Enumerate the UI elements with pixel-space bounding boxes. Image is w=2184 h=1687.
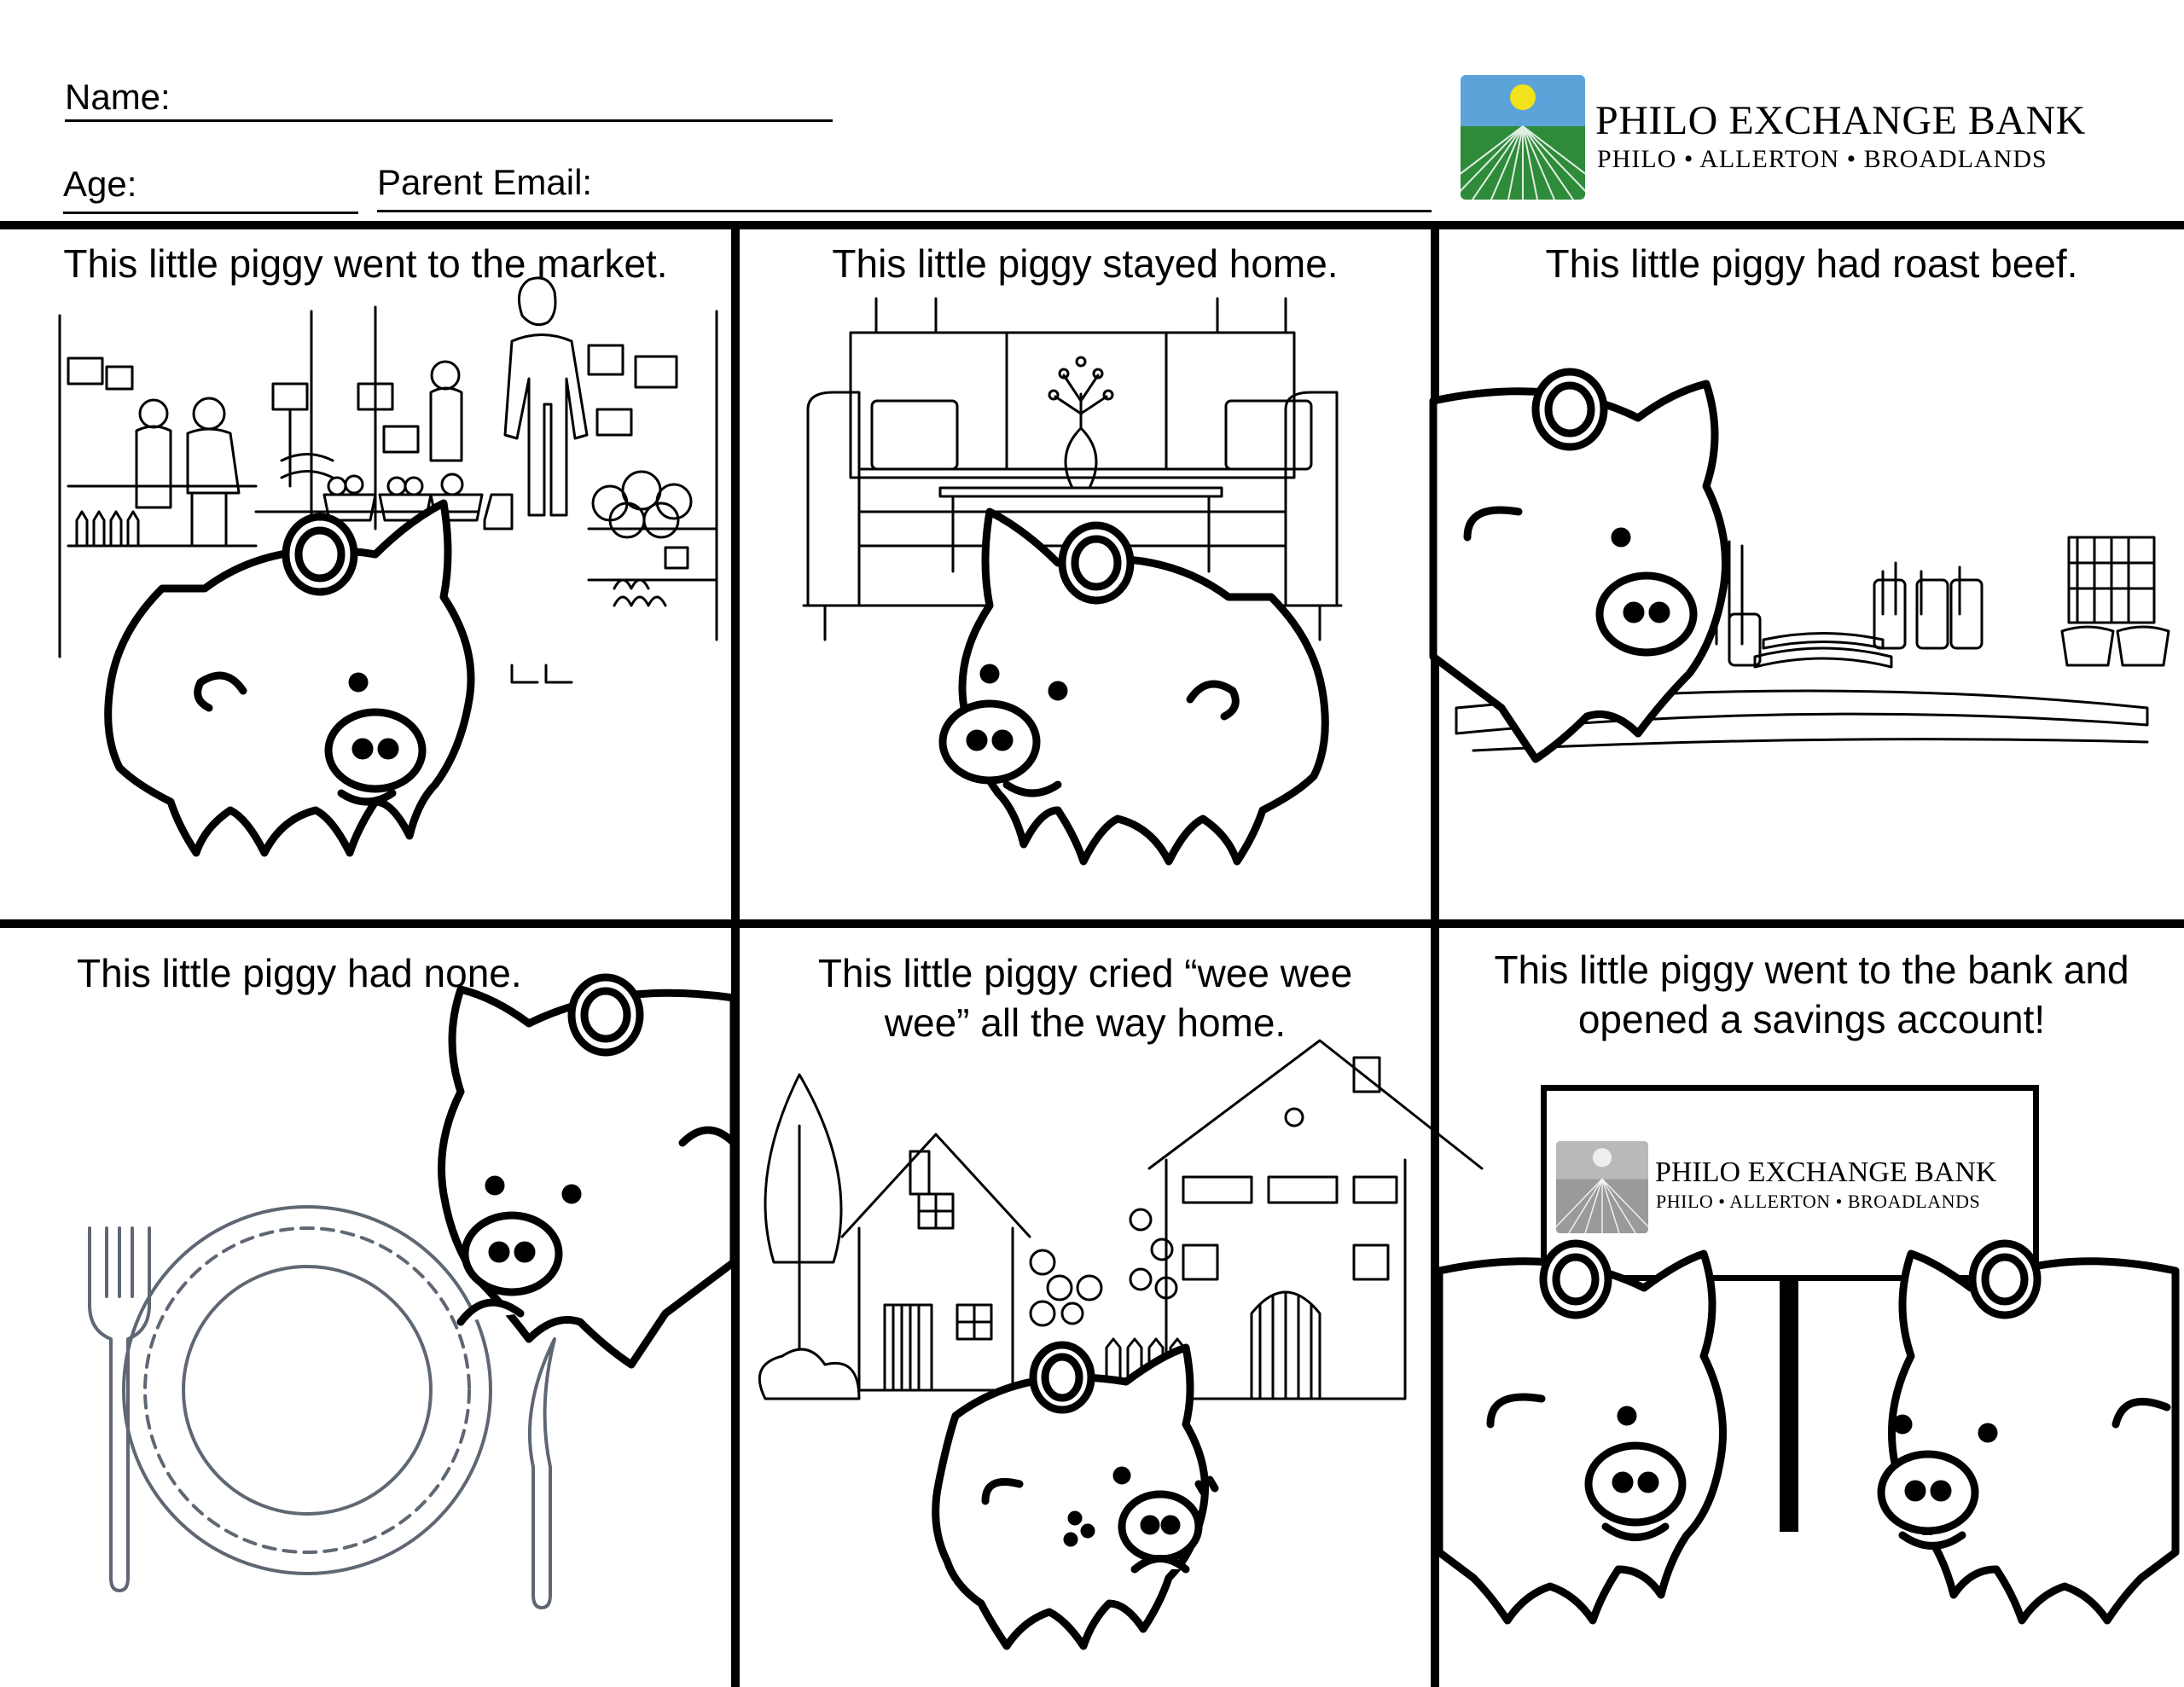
piggy-bank-6-left <box>1435 1239 1727 1625</box>
panel-2-caption: This little piggy stayed home. <box>832 241 1339 286</box>
column-divider-1 <box>731 225 740 1687</box>
panel-3-caption: This little piggy had roast beef. <box>1545 241 2078 286</box>
panel-5-caption-line-1: This little piggy cried “wee wee <box>817 951 1353 995</box>
bank-name: PHILO EXCHANGE BANK <box>1595 98 2086 143</box>
piggy-bank-5-crying <box>932 1341 1219 1650</box>
piggy-bank-3 <box>1429 368 1729 763</box>
header-divider <box>0 221 2184 229</box>
bank-sign-post <box>1780 1279 1798 1532</box>
piggy-bank-4-sad <box>438 973 738 1369</box>
name-field[interactable] <box>65 119 833 122</box>
column-divider-2 <box>1431 225 1439 1687</box>
dinner-table-illustration <box>1455 536 2170 752</box>
bank-sign-locations: PHILO • ALLERTON • BROADLANDS <box>1656 1191 1981 1212</box>
panel-6-caption-line-1: This little piggy went to the bank and <box>1494 948 2129 992</box>
piggy-bank-6-right <box>1877 1239 2180 1625</box>
bank-sign-logo-icon <box>1556 1141 1648 1233</box>
parent-email-label: Parent Email: <box>377 162 593 202</box>
age-label: Age: <box>63 164 137 204</box>
panel-1-caption: This little piggy went to the market. <box>63 241 668 286</box>
name-label: Name: <box>65 77 171 117</box>
bank-sign-name: PHILO EXCHANGE BANK <box>1655 1157 1997 1188</box>
row-divider <box>0 919 2184 928</box>
bank-logo-icon <box>1461 75 1585 200</box>
houses-illustration <box>758 1039 1484 1400</box>
age-field[interactable] <box>63 212 358 214</box>
piggy-bank-2 <box>938 507 1329 866</box>
panel-4-caption: This little piggy had none. <box>77 951 522 995</box>
empty-plate-illustration <box>88 1205 556 1609</box>
market-scene-illustration <box>58 276 718 684</box>
bank-logo: PHILO EXCHANGE BANK PHILO • ALLERTON • B… <box>1461 75 2109 200</box>
parent-email-field[interactable] <box>377 210 1432 212</box>
panel-6-caption-line-2: opened a savings account! <box>1577 997 2046 1041</box>
bank-locations: PHILO • ALLERTON • BROADLANDS <box>1597 145 2048 173</box>
panel-5-caption-line-2: wee” all the way home. <box>884 1000 1287 1045</box>
piggy-bank-1 <box>104 499 475 857</box>
